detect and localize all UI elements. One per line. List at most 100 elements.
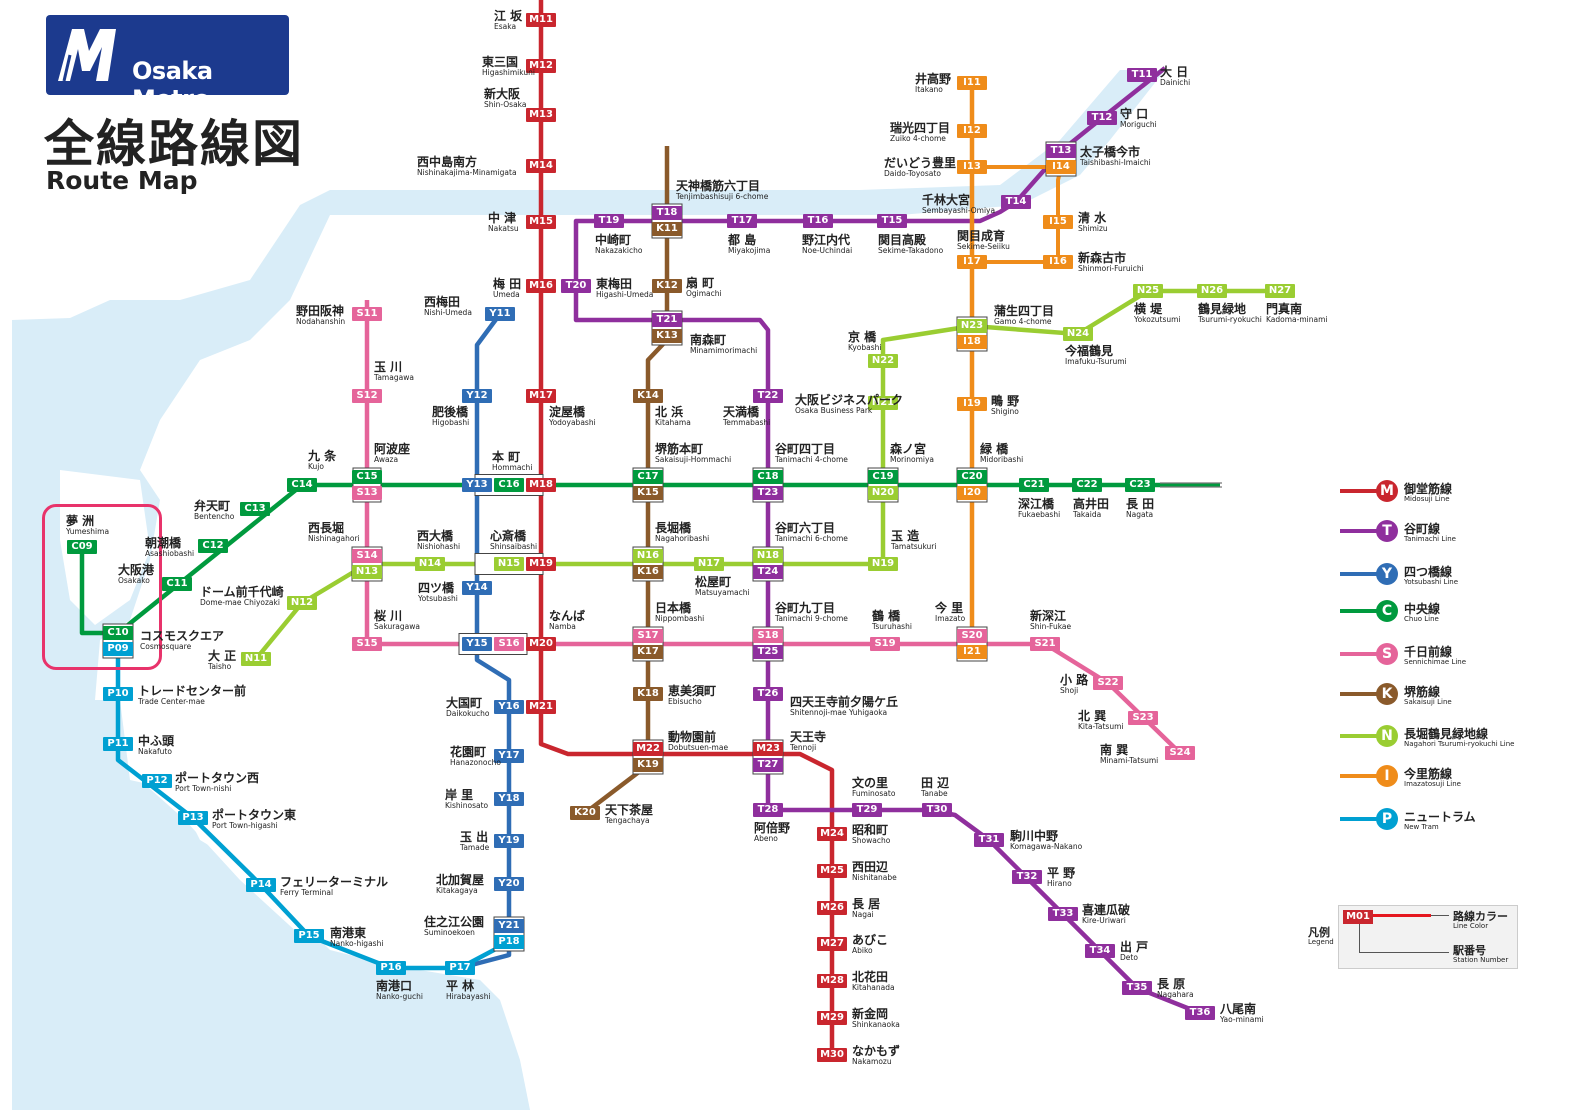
station-badge-m13[interactable]: M13 (526, 108, 556, 122)
station-badge-y17[interactable]: Y17 (494, 749, 524, 763)
station-badge-m18[interactable]: M18 (526, 478, 556, 492)
station-badge-t11[interactable]: T11 (1127, 68, 1157, 82)
station-badge-m24[interactable]: M24 (817, 827, 847, 841)
station-badge-i21[interactable]: I21 (957, 645, 987, 659)
station-badge-k17[interactable]: K17 (633, 645, 663, 659)
station-badge-s18[interactable]: S18 (753, 629, 783, 643)
station-badge-i12[interactable]: I12 (957, 124, 987, 138)
station-badge-s12[interactable]: S12 (352, 389, 382, 403)
station-badge-s13[interactable]: S13 (352, 486, 382, 500)
station-badge-i14[interactable]: I14 (1046, 160, 1076, 174)
station-badge-i13[interactable]: I13 (957, 160, 987, 174)
station-badge-c16[interactable]: C16 (494, 478, 524, 492)
station-badge-n15[interactable]: N15 (494, 557, 524, 571)
station-badge-m20[interactable]: M20 (526, 637, 556, 651)
station-badge-y13[interactable]: Y13 (462, 478, 492, 492)
station-badge-m28[interactable]: M28 (817, 974, 847, 988)
station-badge-i16[interactable]: I16 (1043, 255, 1073, 269)
station-badge-t24[interactable]: T24 (753, 565, 783, 579)
station-badge-t12[interactable]: T12 (1087, 111, 1117, 125)
station-badge-t22[interactable]: T22 (753, 389, 783, 403)
station-badge-s17[interactable]: S17 (633, 629, 663, 643)
station-badge-k11[interactable]: K11 (652, 222, 682, 236)
station-badge-p11[interactable]: P11 (103, 737, 133, 751)
station-badge-t32[interactable]: T32 (1012, 870, 1042, 884)
station-badge-m25[interactable]: M25 (817, 864, 847, 878)
station-badge-c11[interactable]: C11 (162, 577, 192, 591)
station-badge-k20[interactable]: K20 (570, 806, 600, 820)
station-badge-n12[interactable]: N12 (287, 596, 317, 610)
station-badge-c09[interactable]: C09 (67, 540, 97, 554)
station-badge-y20[interactable]: Y20 (494, 877, 524, 891)
station-badge-t13[interactable]: T13 (1046, 144, 1076, 158)
station-badge-p16[interactable]: P16 (376, 961, 406, 975)
station-badge-n16[interactable]: N16 (633, 549, 663, 563)
station-badge-p12[interactable]: P12 (142, 774, 172, 788)
station-badge-t15[interactable]: T15 (877, 214, 907, 228)
station-badge-k12[interactable]: K12 (652, 279, 682, 293)
station-badge-s20[interactable]: S20 (957, 629, 987, 643)
station-badge-y15[interactable]: Y15 (462, 637, 492, 651)
station-badge-c13[interactable]: C13 (240, 502, 270, 516)
station-badge-i17[interactable]: I17 (957, 255, 987, 269)
station-badge-t28[interactable]: T28 (753, 803, 783, 817)
station-badge-k16[interactable]: K16 (633, 565, 663, 579)
station-badge-n21[interactable]: N21 (868, 396, 898, 410)
station-badge-p13[interactable]: P13 (178, 811, 208, 825)
station-badge-k13[interactable]: K13 (652, 329, 682, 343)
station-badge-c21[interactable]: C21 (1019, 478, 1049, 492)
station-badge-m12[interactable]: M12 (526, 59, 556, 73)
station-badge-m26[interactable]: M26 (817, 901, 847, 915)
station-badge-t20[interactable]: T20 (561, 279, 591, 293)
station-badge-y11[interactable]: Y11 (485, 307, 515, 321)
station-badge-m30[interactable]: M30 (817, 1048, 847, 1062)
station-badge-i11[interactable]: I11 (957, 76, 987, 90)
station-badge-c19[interactable]: C19 (868, 470, 898, 484)
